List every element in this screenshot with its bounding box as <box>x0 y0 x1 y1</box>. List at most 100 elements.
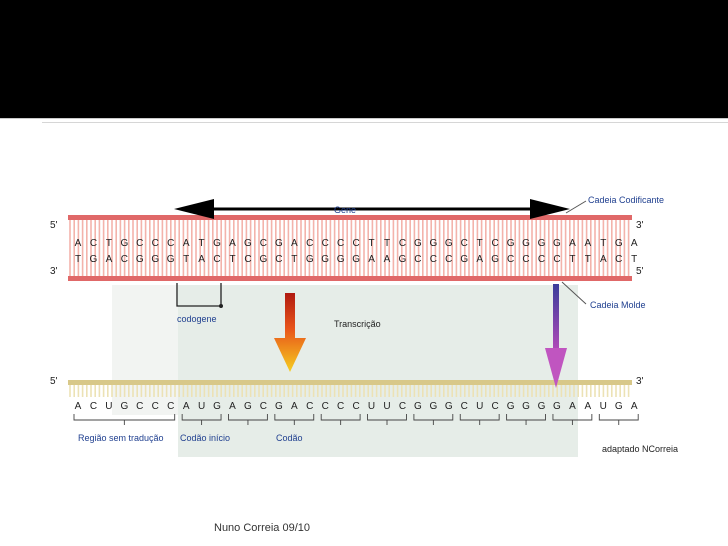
coding-base: T <box>384 238 390 249</box>
template-base: T <box>569 254 575 265</box>
coding-base: A <box>183 238 190 249</box>
template-base: C <box>414 254 421 265</box>
mrna-base: G <box>120 401 128 412</box>
mrna-base: G <box>414 401 422 412</box>
coding-base: G <box>522 238 530 249</box>
coding-base: G <box>507 238 515 249</box>
coding-base: T <box>477 238 483 249</box>
template-base: T <box>585 254 591 265</box>
coding-base: G <box>615 238 623 249</box>
coding-base: C <box>337 238 344 249</box>
footer-text: Nuno Correia 09/10 <box>214 522 310 534</box>
template-base: A <box>198 254 205 265</box>
template-base: G <box>460 254 468 265</box>
coding-strand-label: Cadeia Codificante <box>588 195 664 205</box>
mrna-base: G <box>244 401 252 412</box>
coding-base: T <box>199 238 205 249</box>
template-base: T <box>229 254 235 265</box>
codogene-marker <box>219 304 223 308</box>
mrna-base: U <box>600 401 607 412</box>
coding-base: G <box>275 238 283 249</box>
template-base: C <box>244 254 251 265</box>
template-base: G <box>491 254 499 265</box>
mrna-base: C <box>461 401 468 412</box>
mrna-base: A <box>75 401 82 412</box>
mrna-base: C <box>352 401 359 412</box>
template-strand-label: Cadeia Molde <box>590 300 646 310</box>
template-base: G <box>151 254 159 265</box>
template-base: G <box>337 254 345 265</box>
coding-base: G <box>414 238 422 249</box>
template-base: G <box>260 254 268 265</box>
mrna-base: G <box>429 401 437 412</box>
mrna-base: A <box>631 401 638 412</box>
template-base: C <box>445 254 452 265</box>
mrna-base: C <box>136 401 143 412</box>
coding-base: C <box>152 238 159 249</box>
transcription-label: Transcrição <box>334 319 381 329</box>
codon-label: Codão <box>276 433 303 443</box>
template-base: A <box>384 254 391 265</box>
mrna-base: C <box>337 401 344 412</box>
template-base: G <box>352 254 360 265</box>
mrna-backbone <box>68 380 632 385</box>
mrna-base: C <box>167 401 174 412</box>
mrna-base: G <box>275 401 283 412</box>
mrna-base: U <box>198 401 205 412</box>
mrna-base: A <box>183 401 190 412</box>
template-base: C <box>553 254 560 265</box>
coding-strand-backbone <box>68 215 632 220</box>
mrna-base: A <box>569 401 576 412</box>
template-base: C <box>538 254 545 265</box>
coding-base: A <box>75 238 82 249</box>
coding-base: G <box>120 238 128 249</box>
shaded-panel <box>178 285 578 457</box>
template-base: T <box>183 254 189 265</box>
mrna-base: C <box>322 401 329 412</box>
template-base: A <box>106 254 113 265</box>
mrna-base: G <box>538 401 546 412</box>
coding-base: G <box>538 238 546 249</box>
mrna-base: C <box>90 401 97 412</box>
coding-base: T <box>600 238 606 249</box>
coding-base: A <box>631 238 638 249</box>
template-base: C <box>275 254 282 265</box>
template-base: A <box>476 254 483 265</box>
template-base: C <box>121 254 128 265</box>
coding-base: C <box>492 238 499 249</box>
gene-label: Gene <box>334 205 356 215</box>
template-strand-backbone <box>68 276 632 281</box>
mrna-base: A <box>291 401 298 412</box>
template-base: C <box>615 254 622 265</box>
mrna-base: C <box>152 401 159 412</box>
template-base: T <box>291 254 297 265</box>
coding-base: G <box>445 238 453 249</box>
template-base: G <box>90 254 98 265</box>
template-base: A <box>600 254 607 265</box>
coding-base: C <box>260 238 267 249</box>
coding-callout-line <box>566 201 586 213</box>
mrna-base: U <box>476 401 483 412</box>
coding-3-prime: 3' <box>636 220 644 231</box>
mrna-base: C <box>260 401 267 412</box>
template-base: C <box>430 254 437 265</box>
coding-base: A <box>229 238 236 249</box>
coding-base: G <box>429 238 437 249</box>
mrna-base: A <box>229 401 236 412</box>
coding-base: C <box>90 238 97 249</box>
mrna-base: A <box>585 401 592 412</box>
start-codon-label: Codão início <box>180 433 230 443</box>
mrna-base: G <box>615 401 623 412</box>
template-base: G <box>306 254 314 265</box>
mrna-base: C <box>306 401 313 412</box>
template-3-prime: 3' <box>50 266 58 277</box>
coding-base: T <box>106 238 112 249</box>
template-base: C <box>213 254 220 265</box>
coding-base: T <box>368 238 374 249</box>
mrna-base: G <box>445 401 453 412</box>
mrna-base: G <box>213 401 221 412</box>
template-base: A <box>368 254 375 265</box>
mrna-base: G <box>507 401 515 412</box>
mrna-base: G <box>522 401 530 412</box>
